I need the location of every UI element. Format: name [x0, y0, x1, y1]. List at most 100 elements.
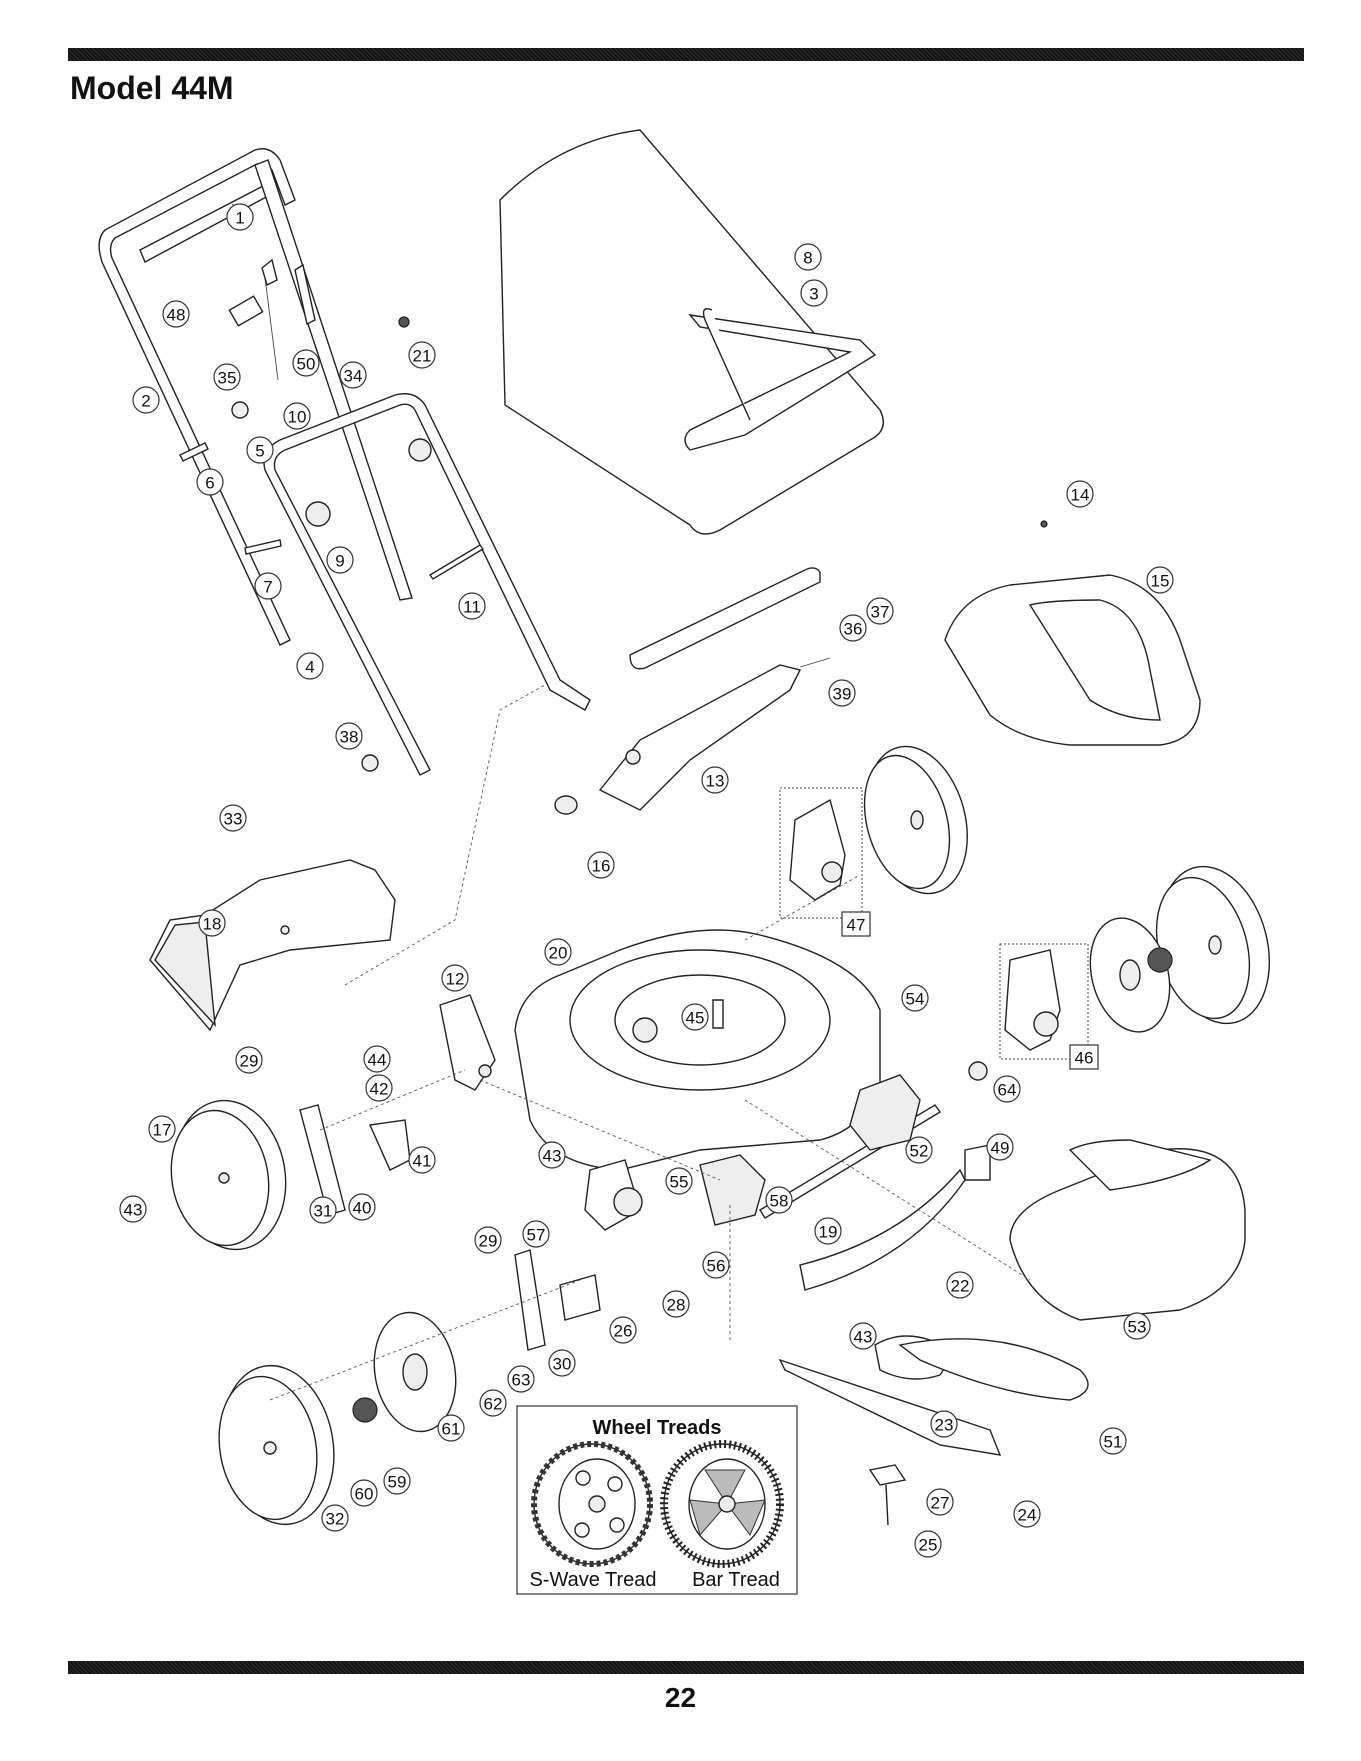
svg-text:27: 27: [931, 1494, 950, 1513]
callout-41: 41: [409, 1147, 435, 1173]
callout-62: 62: [480, 1390, 506, 1416]
callout-28: 28: [663, 1291, 689, 1317]
callout-35: 35: [214, 364, 240, 390]
callout-36: 36: [840, 615, 866, 641]
svg-text:58: 58: [770, 1192, 789, 1211]
callout-49: 49: [987, 1134, 1013, 1160]
svg-text:63: 63: [512, 1371, 531, 1390]
svg-text:30: 30: [553, 1355, 572, 1374]
torsion-spring: [555, 796, 577, 814]
callout-25: 25: [915, 1531, 941, 1557]
svg-text:62: 62: [484, 1395, 503, 1414]
svg-text:44: 44: [368, 1051, 387, 1070]
front-wheel-right: [208, 1357, 346, 1534]
callout-39: 39: [829, 680, 855, 706]
svg-text:25: 25: [919, 1536, 938, 1555]
callout-18: 18: [199, 910, 225, 936]
callout-46: 46: [1070, 1045, 1098, 1069]
svg-text:3: 3: [809, 285, 818, 304]
callout-15: 15: [1147, 567, 1173, 593]
callout-5: 5: [247, 437, 273, 463]
callout-52: 52: [906, 1137, 932, 1163]
svg-text:46: 46: [1075, 1049, 1094, 1068]
rear-wheel-left: [851, 735, 983, 905]
callout-12: 12: [442, 965, 468, 991]
rear-door-rod: [630, 568, 820, 669]
svg-text:22: 22: [951, 1277, 970, 1296]
svg-text:34: 34: [344, 367, 363, 386]
callout-1: 1: [227, 204, 253, 230]
svg-text:39: 39: [833, 685, 852, 704]
svg-text:28: 28: [667, 1296, 686, 1315]
callout-2: 2: [133, 387, 159, 413]
callout-31: 31: [310, 1197, 336, 1223]
callout-51: 51: [1100, 1428, 1126, 1454]
svg-text:45: 45: [686, 1009, 705, 1028]
callout-50: 50: [293, 350, 319, 376]
svg-text:15: 15: [1151, 572, 1170, 591]
callout-27: 27: [927, 1489, 953, 1515]
svg-text:38: 38: [340, 728, 359, 747]
callout-21: 21: [409, 342, 435, 368]
s-wave-tread-label: S-Wave Tread: [529, 1569, 656, 1591]
svg-text:50: 50: [297, 355, 316, 374]
svg-text:8: 8: [803, 249, 812, 268]
svg-text:33: 33: [224, 810, 243, 829]
svg-text:42: 42: [370, 1080, 389, 1099]
svg-text:40: 40: [353, 1199, 372, 1218]
bar-tread-label: Bar Tread: [692, 1569, 780, 1591]
callout-6: 6: [197, 469, 223, 495]
svg-text:54: 54: [906, 990, 925, 1009]
svg-text:10: 10: [288, 408, 307, 427]
svg-text:43: 43: [854, 1328, 873, 1347]
callout-8: 8: [795, 244, 821, 270]
svg-text:4: 4: [305, 658, 314, 677]
callout-64: 64: [994, 1076, 1020, 1102]
svg-text:57: 57: [527, 1226, 546, 1245]
svg-text:14: 14: [1071, 486, 1090, 505]
callout-48: 48: [163, 301, 189, 327]
svg-text:13: 13: [706, 772, 725, 791]
page-number: 22: [0, 1682, 1361, 1714]
svg-text:37: 37: [871, 603, 890, 622]
callout-57: 57: [523, 1221, 549, 1247]
svg-text:59: 59: [388, 1473, 407, 1492]
svg-text:21: 21: [413, 347, 432, 366]
callout-61: 61: [438, 1415, 464, 1441]
callout-44: 44: [364, 1046, 390, 1072]
callout-60: 60: [351, 1480, 377, 1506]
callout-14: 14: [1067, 481, 1093, 507]
svg-text:2: 2: [141, 392, 150, 411]
engine-cover: [945, 521, 1200, 745]
svg-text:5: 5: [255, 442, 264, 461]
svg-text:47: 47: [847, 916, 866, 935]
callout-43a: 43: [120, 1196, 146, 1222]
height-adjuster-front-left: [440, 995, 495, 1090]
svg-text:12: 12: [446, 970, 465, 989]
front-wheel-left: [161, 1092, 297, 1259]
callout-33: 33: [220, 805, 246, 831]
height-adjuster-front-right: [585, 1160, 642, 1230]
svg-text:43: 43: [543, 1147, 562, 1166]
side-discharge-chute: [150, 860, 395, 1030]
callout-56: 56: [703, 1252, 729, 1278]
svg-text:35: 35: [218, 369, 237, 388]
callout-42: 42: [366, 1075, 392, 1101]
s-wave-tread-wheel: [534, 1444, 650, 1564]
wheel-treads-inset: Wheel Treads S-Wave Tread Bar Tread: [517, 1406, 797, 1594]
svg-text:16: 16: [592, 857, 611, 876]
svg-text:51: 51: [1104, 1433, 1123, 1452]
callout-13: 13: [702, 767, 728, 793]
svg-text:52: 52: [910, 1142, 929, 1161]
callout-19: 19: [815, 1218, 841, 1244]
bar-tread-wheel: [664, 1444, 780, 1564]
svg-text:7: 7: [263, 578, 272, 597]
callout-9: 9: [327, 547, 353, 573]
callout-26: 26: [610, 1317, 636, 1343]
svg-text:20: 20: [549, 944, 568, 963]
callout-20: 20: [545, 939, 571, 965]
callout-43c: 43: [850, 1323, 876, 1349]
svg-text:61: 61: [442, 1420, 461, 1439]
callout-11: 11: [459, 593, 485, 619]
